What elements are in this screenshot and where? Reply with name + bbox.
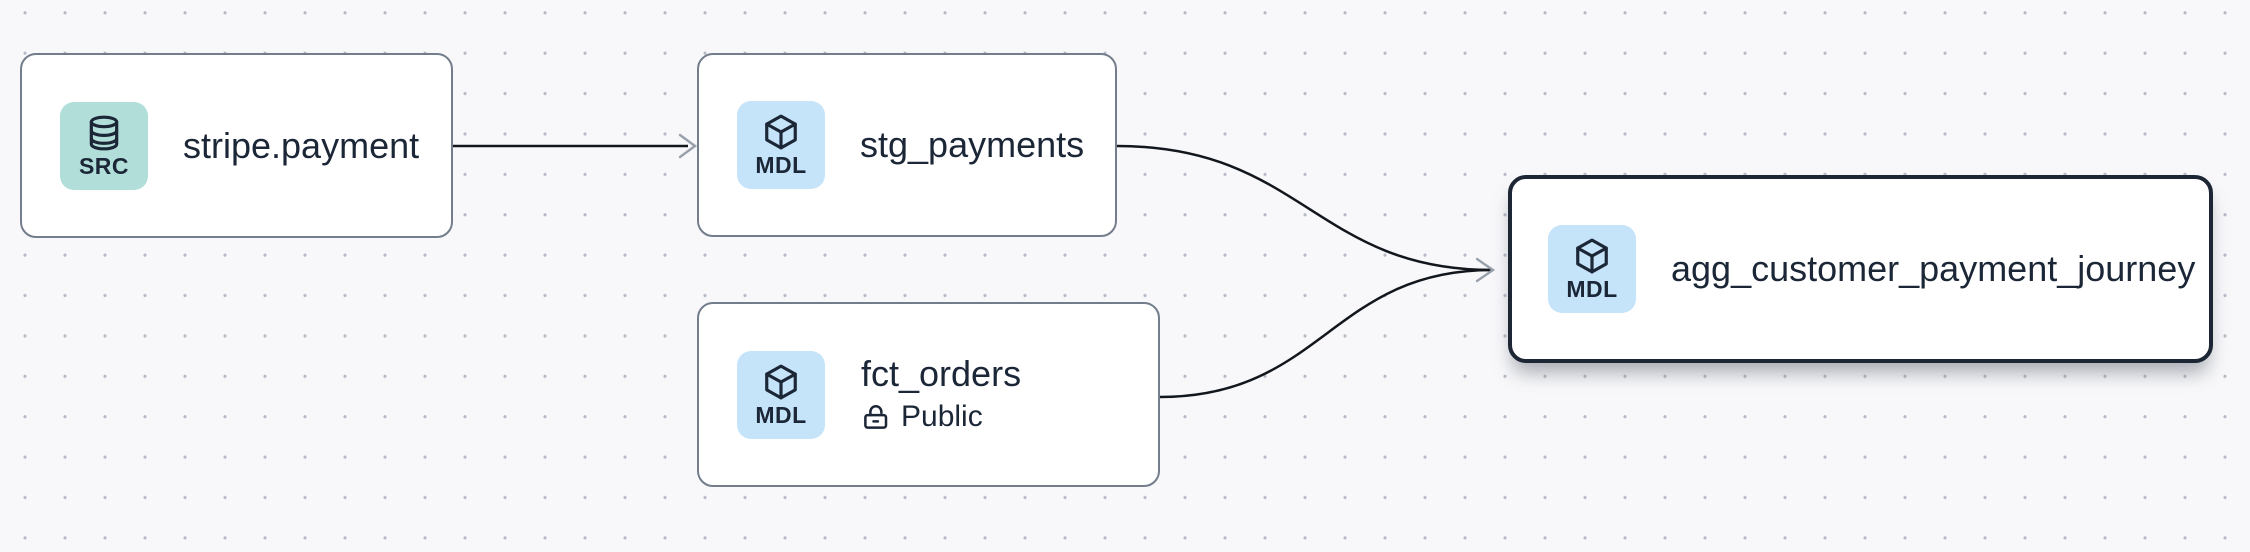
- edge-fct-orders-to-agg[interactable]: [1159, 268, 1493, 399]
- node-title: fct_orders: [861, 352, 1022, 394]
- node-stripe-payment[interactable]: SRC stripe.payment: [20, 53, 453, 238]
- edge-stg-payments-to-agg[interactable]: [1116, 144, 1493, 272]
- badge-label: MDL: [755, 401, 807, 428]
- badge-label: MDL: [755, 152, 807, 178]
- node-fct-orders[interactable]: MDL fct_orders Public: [697, 302, 1160, 487]
- access-label: Public: [901, 399, 983, 433]
- badge-label: MDL: [1566, 276, 1618, 302]
- node-type-badge-mdl: MDL: [737, 101, 825, 189]
- lock-open-icon: [861, 402, 891, 432]
- database-icon: [85, 114, 123, 152]
- node-type-badge-mdl: MDL: [737, 350, 825, 439]
- cube-icon: [1573, 237, 1611, 275]
- node-title: stg_payments: [860, 124, 1085, 165]
- arrowhead-icon: [678, 133, 698, 159]
- cube-icon: [762, 363, 800, 401]
- arrowhead-icon: [1475, 257, 1496, 283]
- access-row: Public: [861, 396, 1021, 438]
- node-title: agg_customer_payment_journey: [1671, 248, 2196, 289]
- cube-icon: [762, 113, 800, 151]
- node-stg-payments[interactable]: MDL stg_payments: [697, 53, 1117, 237]
- badge-label: SRC: [78, 152, 130, 179]
- node-agg-customer-payment-journey[interactable]: MDL agg_customer_payment_journey: [1508, 175, 2213, 363]
- node-type-badge-mdl: MDL: [1548, 225, 1636, 313]
- node-title: stripe.payment: [183, 124, 420, 166]
- node-type-badge-src: SRC: [60, 101, 148, 190]
